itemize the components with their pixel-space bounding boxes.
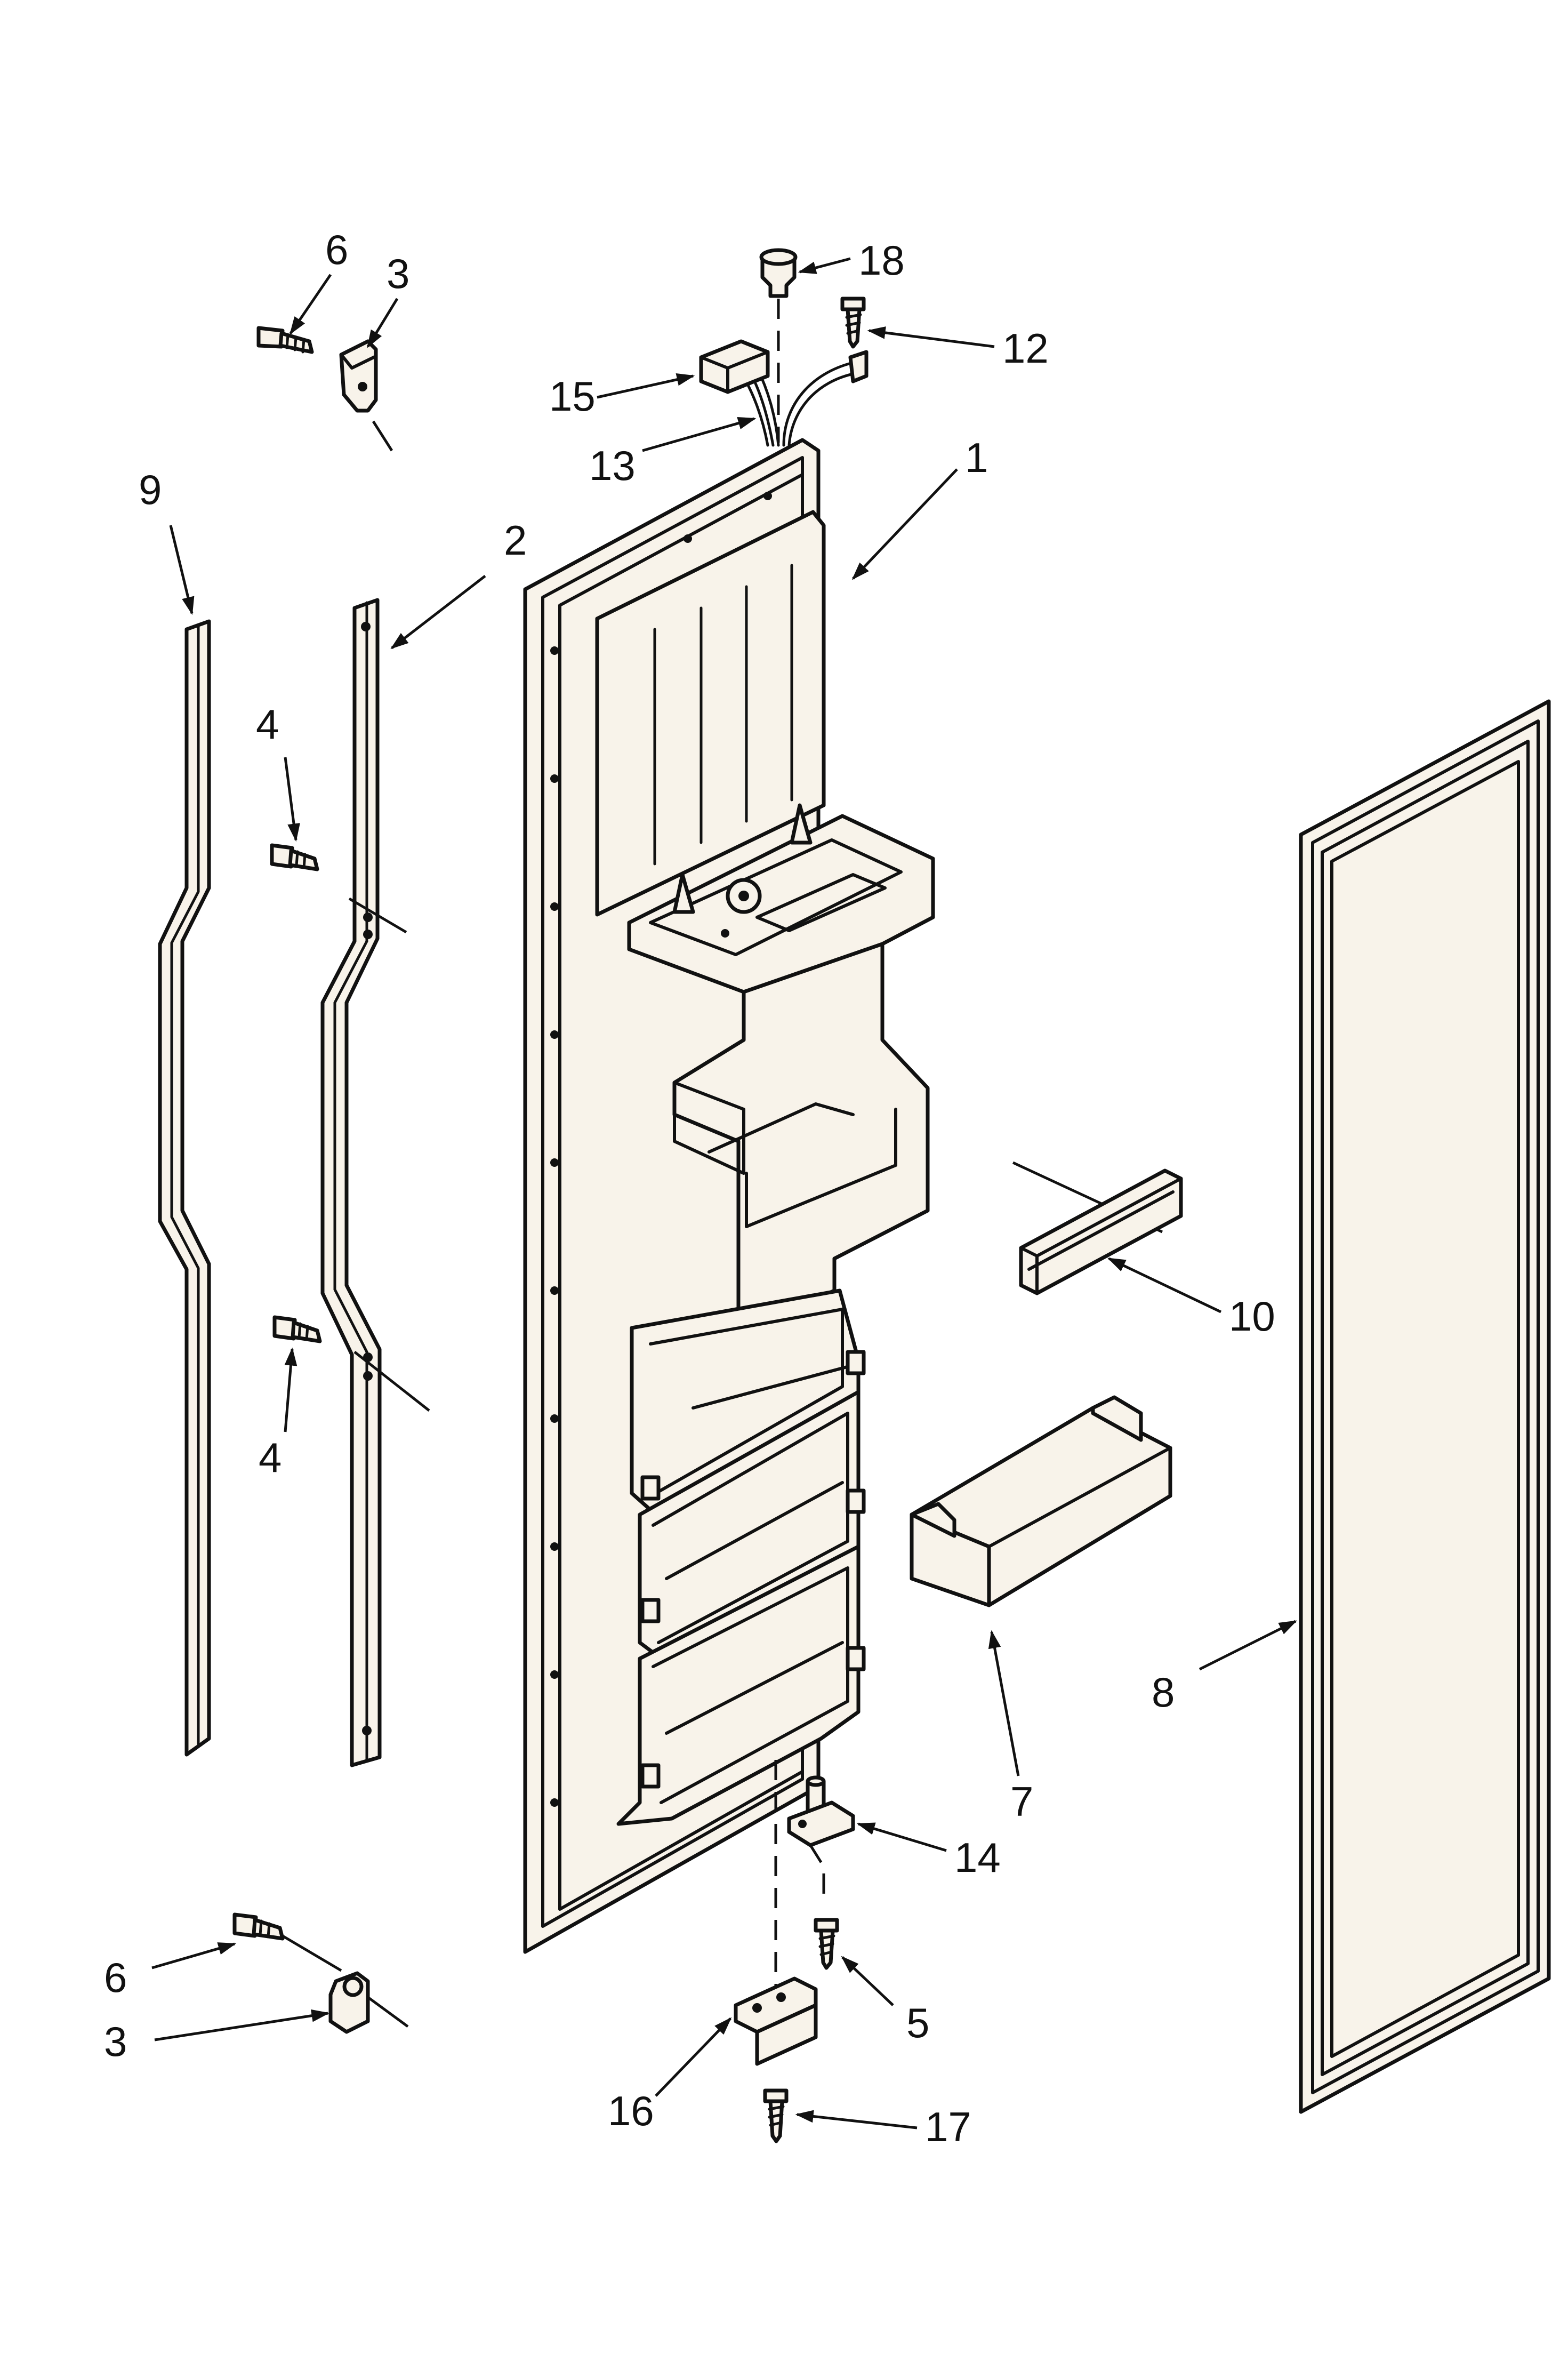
callout-12: 12 <box>1002 325 1049 372</box>
screw-6-bottom <box>232 1912 342 1972</box>
callout-10: 10 <box>1229 1293 1275 1340</box>
wire-clip <box>848 350 869 383</box>
callout-17: 16 <box>608 2087 654 2134</box>
screw-4-upper <box>270 843 319 871</box>
callout-3-bottom: 3 <box>104 2018 127 2065</box>
callout-15: 15 <box>549 373 596 420</box>
callout-7: 7 <box>1010 1778 1033 1825</box>
callout-13: 13 <box>589 442 636 489</box>
plug-18 <box>759 248 798 298</box>
screw-16 <box>763 2088 789 2143</box>
hinge-pin-14 <box>787 1775 855 1847</box>
door-assembly <box>523 438 935 1954</box>
callout-labels: 6 3 9 2 4 4 6 3 1 18 12 15 13 10 7 8 14 … <box>104 226 1275 2150</box>
shelf-rail-10 <box>1012 1161 1183 1295</box>
door-gasket <box>1299 699 1551 2114</box>
top-hinge-pin-3 <box>339 339 393 452</box>
callout-5: 5 <box>906 1999 929 2046</box>
hinge-plate-17 <box>734 1976 818 2066</box>
bottom-hinge-pin-3 <box>328 1971 409 2034</box>
leader-lines <box>151 257 1298 2129</box>
callout-18: 18 <box>858 237 905 284</box>
callout-14: 14 <box>954 1834 1001 1881</box>
callout-4-lower: 4 <box>259 1434 282 1481</box>
screw-6-top <box>256 326 314 354</box>
callout-2: 2 <box>504 517 527 564</box>
screw-12 <box>840 297 866 349</box>
breaker-strip <box>158 619 211 1757</box>
callout-3-top: 3 <box>387 250 409 297</box>
trim-strip <box>320 598 430 1767</box>
callout-8: 8 <box>1152 1669 1175 1716</box>
callout-9: 9 <box>139 466 162 513</box>
door-bin-7 <box>910 1395 1172 1607</box>
callout-6-top: 6 <box>325 226 348 273</box>
callout-6-bottom: 6 <box>104 1954 127 2001</box>
callout-16: 17 <box>925 2103 971 2150</box>
screw-5 <box>814 1918 839 1970</box>
wire-connector <box>699 339 770 394</box>
callout-1: 1 <box>965 434 988 481</box>
screw-4-lower <box>272 1315 322 1343</box>
callout-4-upper: 4 <box>256 701 279 748</box>
